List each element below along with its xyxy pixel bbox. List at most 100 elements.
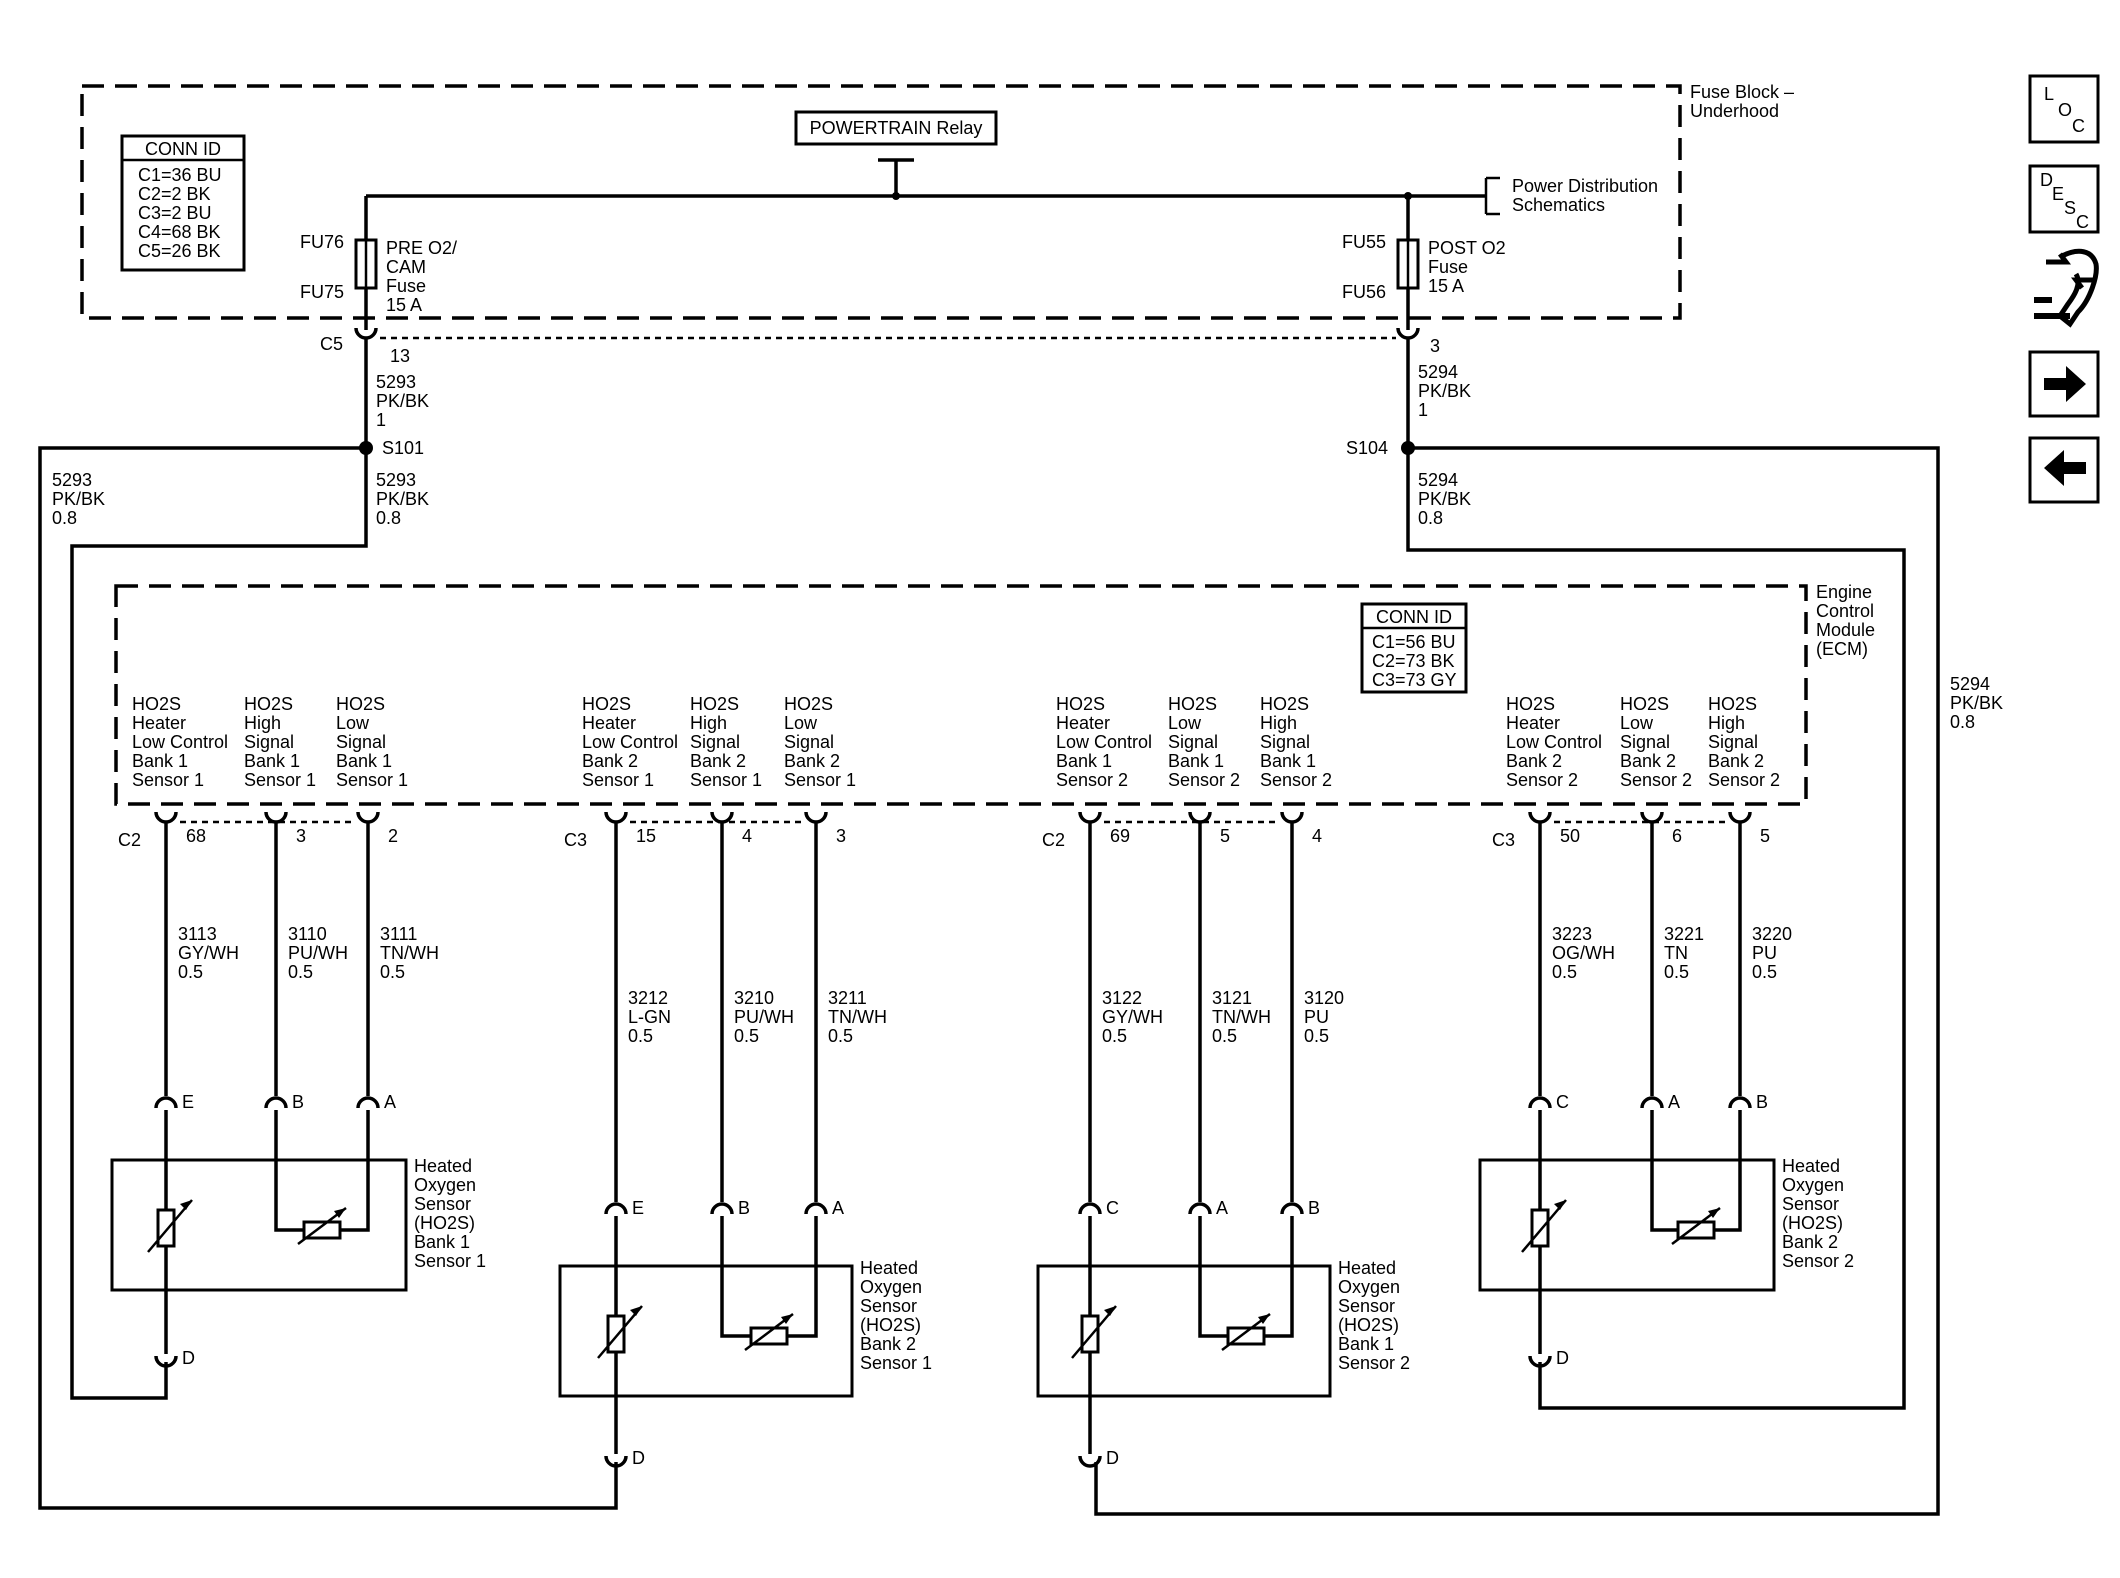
oxygen-sensor-box [110, 1158, 408, 1292]
sensor-pin-letter: A [832, 1198, 844, 1218]
svg-text:CONN ID: CONN ID [1376, 607, 1452, 627]
ecm-pin-number: 68 [186, 826, 206, 846]
power-distribution-ref[interactable]: Power Distribution Schematics [1484, 176, 1658, 216]
svg-text:15 A: 15 A [1428, 276, 1464, 296]
nav-desc-button[interactable]: D E S C [2028, 164, 2100, 234]
svg-text:C1=36 BU: C1=36 BU [138, 165, 222, 185]
svg-text:C: C [2076, 212, 2089, 232]
ecm-connector-label: C2 [1042, 830, 1065, 850]
sensor-pin [154, 1096, 178, 1109]
svg-text:13: 13 [390, 346, 410, 366]
svg-text:FU55: FU55 [1342, 232, 1386, 252]
ecm-pin [264, 811, 288, 824]
wire-5294-top: 5294 PK/BK 1 [1418, 362, 1476, 420]
sensor-pin [1728, 1096, 1752, 1109]
svg-text:POST O2: POST O2 [1428, 238, 1506, 258]
sensor-pin [804, 1202, 828, 1215]
svg-text:FU75: FU75 [300, 282, 344, 302]
ecm-pin [1640, 811, 1664, 824]
sensor-pin-letter: C [1556, 1092, 1569, 1112]
ecm-connector-label: C3 [564, 830, 587, 850]
ecm-pin [154, 811, 178, 824]
sensor-pin [1280, 1202, 1304, 1215]
arrow-left-button[interactable] [2028, 436, 2100, 504]
wire-5293-mid: 5293 PK/BK 0.8 [376, 470, 434, 528]
ecm-pin-number: 4 [1312, 826, 1322, 846]
ecm-pin-number: 6 [1672, 826, 1682, 846]
fuse-block-conn-id: CONN ID C1=36 BU C2=2 BK C3=2 BU C4=68 B… [120, 134, 246, 272]
svg-text:C5=26 BK: C5=26 BK [138, 241, 221, 261]
svg-text:S101: S101 [382, 438, 424, 458]
sensor-pin [710, 1202, 734, 1215]
sensor-pin [1640, 1096, 1664, 1109]
heater-element-icon [156, 1208, 176, 1248]
powertrain-relay: POWERTRAIN Relay [794, 110, 998, 200]
nav-loc-button[interactable]: L O C [2028, 74, 2100, 144]
ecm-pin-number: 5 [1220, 826, 1230, 846]
sensor-pin-letter: B [1756, 1092, 1768, 1112]
sensor-pin [356, 1096, 380, 1109]
svg-text:Power Distribution: Power Distribution [1512, 176, 1658, 196]
ecm-pin [1280, 811, 1304, 824]
ecm-pin-number: 15 [636, 826, 656, 846]
ecm-pin-number: 3 [296, 826, 306, 846]
svg-text:C3=73 GY: C3=73 GY [1372, 670, 1457, 690]
sensor-pin-letter: B [738, 1198, 750, 1218]
connector-c5: C5 13 3 [320, 327, 1440, 366]
ground-pin [1078, 1455, 1102, 1468]
svg-text:POWERTRAIN Relay: POWERTRAIN Relay [810, 118, 983, 138]
ground-pin [1528, 1355, 1552, 1368]
sensor-pin-letter: A [1668, 1092, 1680, 1112]
sensor-pin [1528, 1096, 1552, 1109]
svg-text:S: S [2064, 198, 2076, 218]
sensor-pin-letter: B [292, 1092, 304, 1112]
ecm-label: Engine Control Module (ECM) [1816, 582, 1880, 659]
svg-text:E: E [2052, 184, 2064, 204]
sensor-pin [264, 1096, 288, 1109]
sensor-pin [1078, 1202, 1102, 1215]
ecm-pin [356, 811, 380, 824]
svg-text:Fuse: Fuse [386, 276, 426, 296]
ecm-pin-number: 2 [388, 826, 398, 846]
arrow-right-button[interactable] [2028, 350, 2100, 418]
sensor-pin-letter: E [632, 1198, 644, 1218]
svg-text:C1=56 BU: C1=56 BU [1372, 632, 1456, 652]
ecm-connector-label: C2 [118, 830, 141, 850]
svg-text:O: O [2058, 100, 2072, 120]
ground-pin-letter: D [1556, 1348, 1569, 1368]
oxygen-sensor-box [558, 1264, 854, 1398]
heater-element-icon [1530, 1208, 1550, 1248]
sensor-pin [1188, 1202, 1212, 1215]
ecm-pin [1728, 811, 1752, 824]
svg-text:C5: C5 [320, 334, 343, 354]
svg-text:C2=73 BK: C2=73 BK [1372, 651, 1455, 671]
heater-element-icon [606, 1314, 626, 1354]
ecm-connector-label: C3 [1492, 830, 1515, 850]
oxygen-sensor-box [1478, 1158, 1776, 1292]
svg-text:L: L [2044, 84, 2054, 104]
sensor-pin-letter: B [1308, 1198, 1320, 1218]
fuse-pre-o2-cam: FU76 FU75 PRE O2/ CAM Fuse 15 A [300, 232, 457, 330]
wire-5294-mid: 5294 PK/BK 0.8 [1418, 470, 1476, 528]
svg-text:15 A: 15 A [386, 295, 422, 315]
svg-text:D: D [2040, 170, 2053, 190]
wrench-icon[interactable] [2034, 248, 2099, 328]
